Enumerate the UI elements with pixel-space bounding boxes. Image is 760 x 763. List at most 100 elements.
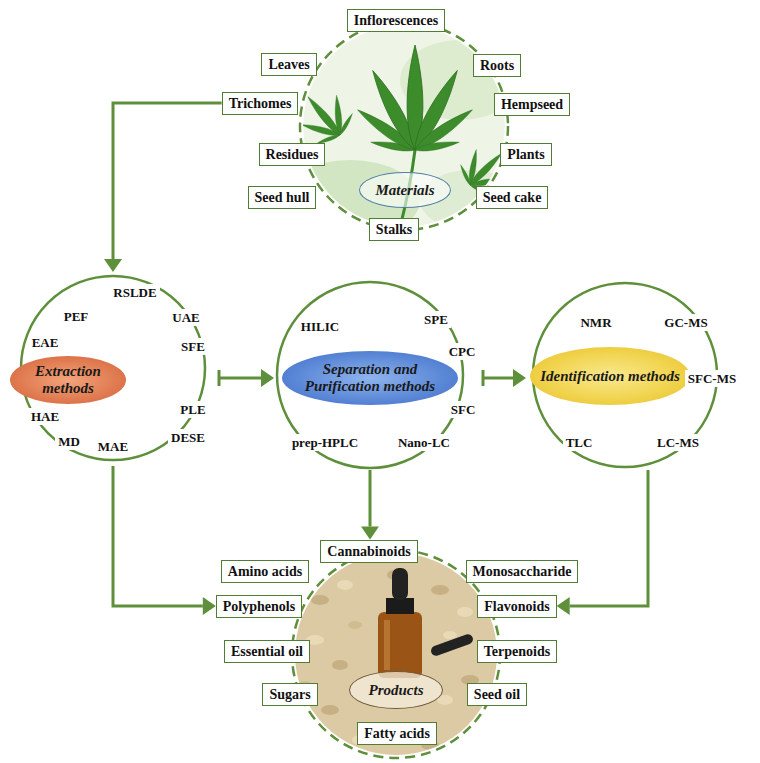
item-box: Cannabinoids <box>320 540 417 563</box>
node-text: Sugars <box>269 686 310 703</box>
method-label: HAE <box>28 408 62 425</box>
method-label: SFC-MS <box>685 370 739 387</box>
method-label: Nano-LC <box>395 434 453 451</box>
method-label: HILIC <box>298 318 342 335</box>
method-label: SFC <box>448 401 479 418</box>
drawing-part <box>378 612 422 678</box>
drawing-part <box>412 106 475 155</box>
connector-line <box>113 103 222 259</box>
node-text: Essential oil <box>231 643 303 660</box>
arrow-head <box>104 259 122 272</box>
arrow-head <box>261 369 274 387</box>
drawing-part <box>384 620 390 670</box>
node-text: SPE <box>424 311 448 328</box>
label-ellipse: Extraction methods <box>10 356 126 404</box>
label-ellipse: Separation and Purification methods <box>282 351 458 405</box>
flow-arrow <box>361 470 379 540</box>
node-text: prep-HPLC <box>292 434 358 451</box>
method-label: CPC <box>446 343 479 360</box>
item-box: Seed hull <box>248 186 317 209</box>
method-label: SFE <box>178 338 208 355</box>
node-text: MD <box>58 433 80 450</box>
node-text: GC-MS <box>664 314 707 331</box>
node-text: Amino acids <box>228 563 302 580</box>
drawing-part <box>431 585 449 595</box>
item-box: Essential oil <box>224 640 310 663</box>
item-box: Seed cake <box>476 186 549 209</box>
drawing-part <box>321 705 339 715</box>
method-circle: Separation and Purification methods HILIC… <box>274 280 482 470</box>
node-text: Separation and Purification methods <box>292 361 448 395</box>
start-bar <box>482 370 485 386</box>
arrow-head <box>557 597 570 615</box>
node-text: TLC <box>566 434 593 451</box>
arrow-head <box>513 369 526 387</box>
node-text: Fatty acids <box>364 725 430 742</box>
node-text: Plants <box>507 146 544 163</box>
label-ellipse: Identification methods <box>530 347 690 405</box>
item-box: Stalks <box>369 218 420 241</box>
node-text: EAE <box>32 334 59 351</box>
node-text: Hempseed <box>501 96 563 113</box>
drawing-part <box>338 112 354 136</box>
method-label: prep-HPLC <box>289 434 361 451</box>
node-text: Trichomes <box>229 95 292 112</box>
node-text: SFC-MS <box>688 370 736 387</box>
node-text: Polyphenols <box>223 598 295 615</box>
item-box: Residues <box>259 143 326 166</box>
method-label: LC-MS <box>654 434 702 451</box>
method-label: SPE <box>421 311 451 328</box>
node-text: MAE <box>98 438 128 455</box>
separation-ring <box>277 282 463 468</box>
method-label: MAE <box>95 438 131 455</box>
drawing-part <box>355 45 476 154</box>
method-label: NMR <box>577 314 614 331</box>
method-label: MD <box>55 433 83 450</box>
item-box: Leaves <box>261 53 316 76</box>
node-text: Seed hull <box>255 189 310 206</box>
item-box: Amino acids <box>221 560 309 583</box>
node-text: Extraction methods <box>20 363 116 397</box>
item-box: Trichomes <box>222 92 299 115</box>
drawing-part <box>430 633 475 657</box>
item-box: Roots <box>473 54 521 77</box>
node-text: RSLDE <box>113 284 156 301</box>
drawing-part <box>332 660 348 670</box>
node-text: NMR <box>580 314 611 331</box>
flow-arrow <box>104 103 222 272</box>
drawing-part <box>414 139 459 153</box>
item-box: Hempseed <box>494 93 570 116</box>
flow-arrow <box>113 466 216 615</box>
method-label: EAE <box>29 334 62 351</box>
node-text: Inflorescences <box>354 12 439 29</box>
start-bar <box>218 370 221 386</box>
connector-line <box>218 377 261 380</box>
method-label: UAE <box>169 309 202 326</box>
method-label: DESE <box>168 429 208 446</box>
node-text: Materials <box>375 182 434 199</box>
connector-line <box>369 470 372 527</box>
node-text: HAE <box>31 408 59 425</box>
node-text: LC-MS <box>657 434 699 451</box>
item-box: Sugars <box>262 683 317 706</box>
drawing-part <box>392 568 408 600</box>
node-text: CPC <box>449 343 476 360</box>
drawing-part <box>386 598 414 614</box>
node-text: UAE <box>172 309 199 326</box>
method-label: PEF <box>61 308 92 325</box>
method-label: TLC <box>563 434 596 451</box>
item-box: Flavonoids <box>477 595 556 618</box>
drawing-part <box>348 621 362 629</box>
method-label: GC-MS <box>661 314 710 331</box>
node-text: Identification methods <box>540 368 680 385</box>
item-box: Terpenoids <box>477 640 557 663</box>
flow-arrow <box>218 369 274 387</box>
node-text: SFE <box>181 338 205 355</box>
method-label: RSLDE <box>110 284 159 301</box>
node-text: PLE <box>180 401 205 418</box>
node-text: HILIC <box>301 318 339 335</box>
item-box: Plants <box>500 143 551 166</box>
item-box: Polyphenols <box>216 595 302 618</box>
flow-arrow <box>482 369 526 387</box>
drawing-part <box>443 631 457 639</box>
